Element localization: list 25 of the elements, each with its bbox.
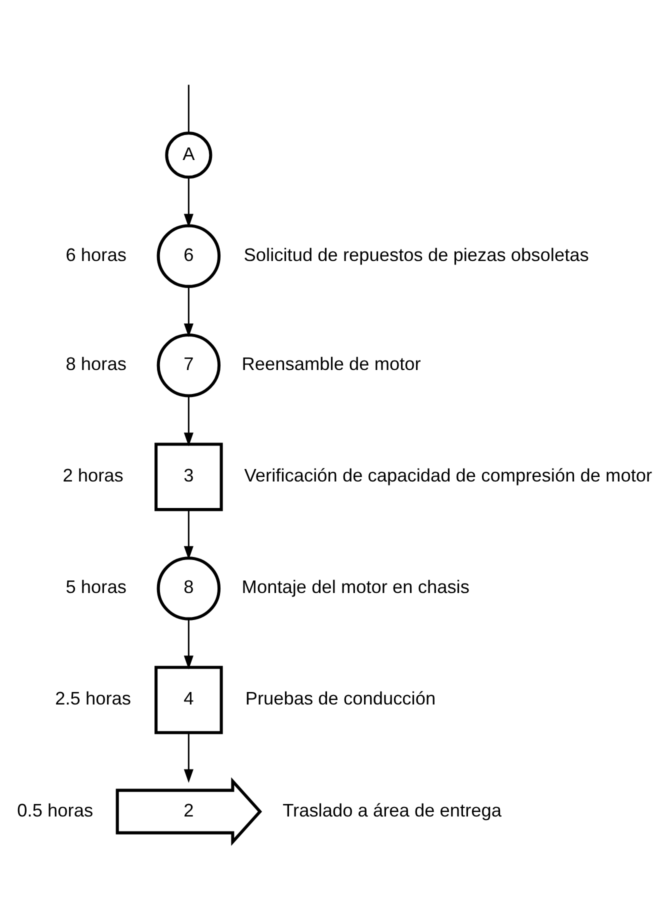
- node-box: 3: [154, 442, 223, 511]
- arrow: [184, 176, 194, 228]
- arrow: [184, 509, 194, 560]
- node-label: Montaje del motor en chasis: [242, 576, 470, 597]
- arrow: [184, 618, 194, 669]
- node-label: Verificación de capacidad de compresión de motor: [244, 465, 652, 486]
- node-label: Traslado a área de entrega: [282, 800, 502, 820]
- arrow: [184, 395, 194, 446]
- node-label: 8 horas: [66, 354, 126, 374]
- node-label: 0.5 horas: [17, 800, 94, 820]
- node-circle: 8: [156, 556, 221, 620]
- node-circle: 6: [156, 224, 221, 288]
- node-label: 6 horas: [66, 244, 126, 264]
- arrow: [184, 286, 194, 337]
- node-label: 2 horas: [62, 465, 124, 486]
- node-label: Reensamble de motor: [242, 354, 421, 374]
- connector: [188, 84, 190, 132]
- node-circle: A: [165, 131, 212, 178]
- arrow: [184, 732, 194, 782]
- node-circle: 7: [156, 333, 221, 397]
- node-label: Pruebas de conducción: [245, 688, 436, 708]
- node-box: 4: [154, 665, 223, 734]
- node-label: Solicitud de repuestos de piezas obsoletas: [244, 244, 589, 264]
- node-label: 5 horas: [66, 576, 126, 597]
- node-label: 2.5 horas: [55, 688, 132, 708]
